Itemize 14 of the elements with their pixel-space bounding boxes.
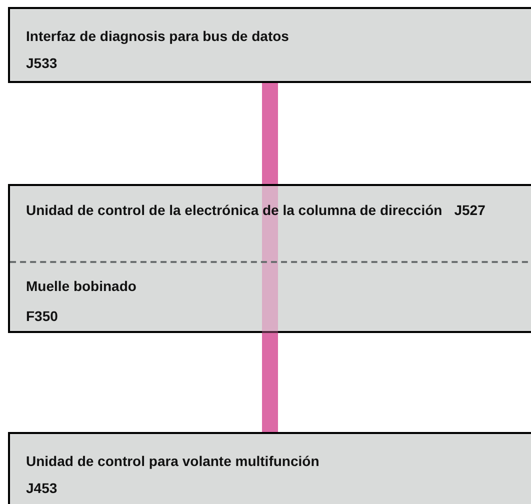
bus-line bbox=[262, 333, 278, 432]
component-box bbox=[8, 432, 531, 504]
node-label: Unidad de control para volante multifunción bbox=[26, 452, 320, 471]
part-code: J453 bbox=[26, 479, 58, 498]
part-code: J527 bbox=[454, 202, 486, 218]
bus-line-segment bbox=[262, 186, 278, 333]
node-label: Muelle bobinado bbox=[26, 277, 136, 296]
bus-line bbox=[262, 83, 278, 184]
part-code: J533 bbox=[26, 54, 58, 73]
node-label: Unidad de control de la electrónica de la columna de dirección bbox=[26, 202, 442, 218]
component-box bbox=[8, 184, 531, 333]
node-label: Interfaz de diagnosis para bus de datos bbox=[26, 27, 289, 46]
component-box bbox=[8, 7, 531, 83]
part-code: F350 bbox=[26, 307, 58, 326]
